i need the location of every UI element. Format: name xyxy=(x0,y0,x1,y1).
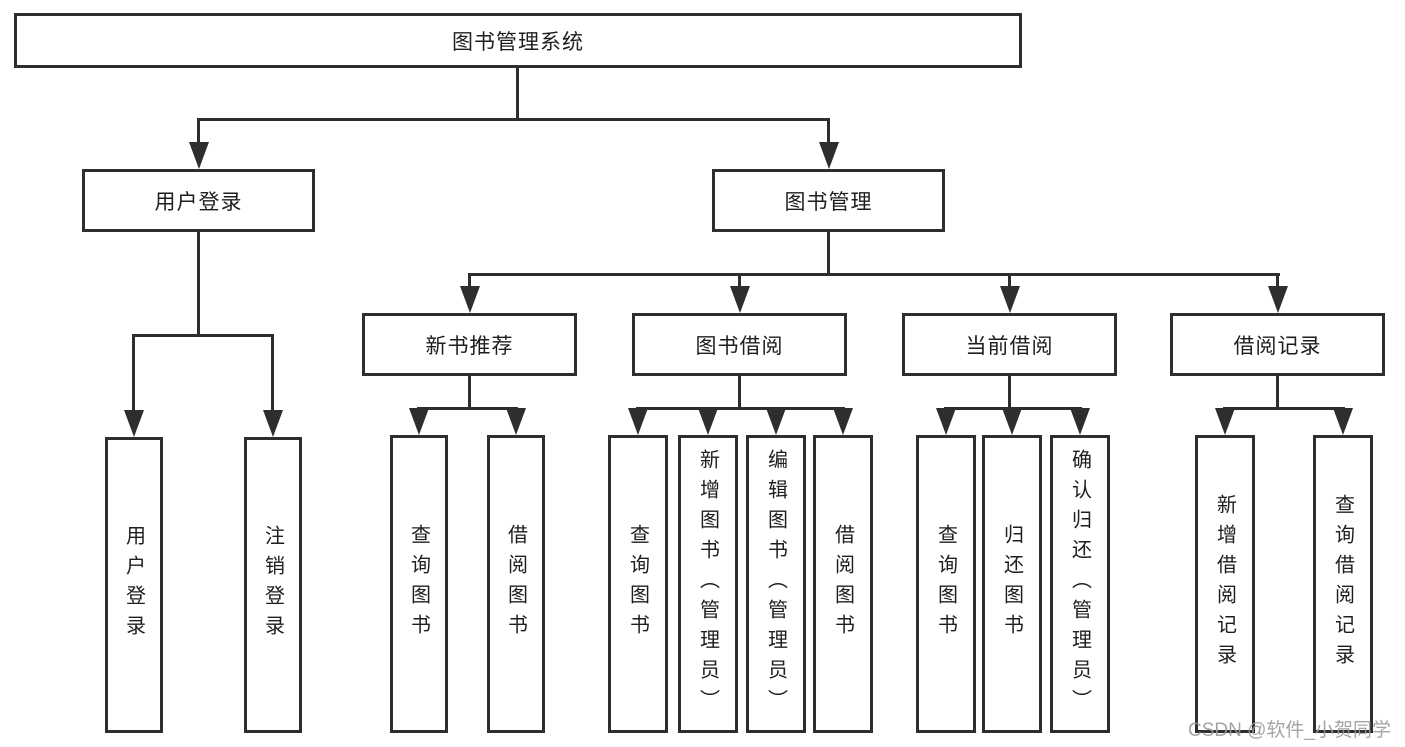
leaf-borrow-books-recommend: 借阅图书 xyxy=(487,435,545,733)
arrowhead-leaf xyxy=(1333,408,1353,435)
leaf-user-login-label: 用户登录 xyxy=(122,525,145,645)
leaf-logout-label: 注销登录 xyxy=(261,525,284,645)
connector-drop-logout-leaf xyxy=(271,334,274,412)
leaf-query-books-recommend: 查询图书 xyxy=(390,435,448,733)
node-current-borrowing: 当前借阅 xyxy=(902,313,1117,376)
arrowhead-leaf xyxy=(698,408,718,435)
node-book-management-label: 图书管理 xyxy=(784,190,873,214)
leaf-borrow-books: 借阅图书 xyxy=(813,435,873,733)
node-root-label: 图书管理系统 xyxy=(452,30,584,54)
leaf-query-books-current: 查询图书 xyxy=(916,435,976,733)
leaf-label: 新增图书（管理员） xyxy=(696,449,719,719)
arrowhead-book-borrow xyxy=(730,286,750,313)
node-current-borrowing-label: 当前借阅 xyxy=(965,334,1054,358)
arrowhead-user-login xyxy=(189,142,209,169)
arrowhead-borrow-records xyxy=(1268,286,1288,313)
arrowhead-current-borrow xyxy=(1000,286,1020,313)
connector-root-stem xyxy=(516,68,519,120)
connector-drop-new-books xyxy=(468,275,471,288)
arrowhead-new-books xyxy=(460,286,480,313)
leaf-label: 归还图书 xyxy=(1000,524,1023,644)
leaf-label: 借阅图书 xyxy=(504,524,527,644)
connector-drop-login-leaf xyxy=(132,334,135,412)
leaf-label: 查询图书 xyxy=(626,524,649,644)
leaf-label: 查询图书 xyxy=(934,524,957,644)
connector-new-books-rail xyxy=(417,407,518,410)
leaf-label: 新增借阅记录 xyxy=(1213,494,1236,674)
arrowhead-leaf xyxy=(409,408,429,435)
node-borrowing-records-label: 借阅记录 xyxy=(1233,334,1322,358)
connector-drop-book-mgmt xyxy=(827,118,830,144)
node-new-book-recommend: 新书推荐 xyxy=(362,313,577,376)
node-root: 图书管理系统 xyxy=(14,13,1022,68)
connector-book-borrow-stem xyxy=(738,376,741,409)
node-new-book-recommend-label: 新书推荐 xyxy=(425,334,514,358)
connector-drop-book-borrow xyxy=(738,275,741,288)
connector-drop-current-borrow xyxy=(1008,275,1011,288)
node-book-borrowing-label: 图书借阅 xyxy=(695,334,784,358)
leaf-label: 借阅图书 xyxy=(831,524,854,644)
connector-user-login-rail xyxy=(132,334,274,337)
leaf-confirm-return-admin: 确认归还（管理员） xyxy=(1050,435,1110,733)
leaf-add-borrow-record: 新增借阅记录 xyxy=(1195,435,1255,733)
arrowhead-leaf xyxy=(936,408,956,435)
arrowhead-leaf xyxy=(1002,408,1022,435)
leaf-label: 查询借阅记录 xyxy=(1331,494,1354,674)
leaf-logout: 注销登录 xyxy=(244,437,302,733)
connector-new-books-stem xyxy=(468,376,471,409)
leaf-label: 查询图书 xyxy=(407,524,430,644)
arrowhead-logout-leaf xyxy=(263,410,283,437)
connector-level3-rail xyxy=(468,273,1280,276)
node-borrowing-records: 借阅记录 xyxy=(1170,313,1385,376)
leaf-edit-books-admin: 编辑图书（管理员） xyxy=(746,435,806,733)
node-user-login-label: 用户登录 xyxy=(154,190,243,214)
leaf-query-borrow-record: 查询借阅记录 xyxy=(1313,435,1373,733)
node-book-management: 图书管理 xyxy=(712,169,945,232)
connector-borrow-records-rail xyxy=(1223,407,1345,410)
arrowhead-leaf xyxy=(1215,408,1235,435)
connector-drop-borrow-records xyxy=(1276,275,1279,288)
connector-level2-rail xyxy=(197,118,830,121)
connector-book-borrow-rail xyxy=(636,407,845,410)
connector-current-borrow-stem xyxy=(1008,376,1011,409)
leaf-add-books-admin: 新增图书（管理员） xyxy=(678,435,738,733)
leaf-return-books: 归还图书 xyxy=(982,435,1042,733)
csdn-watermark: CSDN @软件_小贺同学 xyxy=(1188,720,1391,741)
arrowhead-leaf xyxy=(766,408,786,435)
node-book-borrowing: 图书借阅 xyxy=(632,313,847,376)
arrowhead-leaf xyxy=(506,408,526,435)
connector-user-login-stem xyxy=(197,232,200,336)
arrowhead-leaf xyxy=(833,408,853,435)
leaf-query-books-borrowing: 查询图书 xyxy=(608,435,668,733)
leaf-label: 确认归还（管理员） xyxy=(1068,449,1091,719)
node-user-login: 用户登录 xyxy=(82,169,315,232)
leaf-label: 编辑图书（管理员） xyxy=(764,449,787,719)
arrowhead-login-leaf xyxy=(124,410,144,437)
arrowhead-book-mgmt xyxy=(819,142,839,169)
connector-borrow-records-stem xyxy=(1276,376,1279,409)
connector-book-mgmt-stem xyxy=(827,232,830,275)
arrowhead-leaf xyxy=(1070,408,1090,435)
connector-drop-user-login xyxy=(197,118,200,144)
arrowhead-leaf xyxy=(628,408,648,435)
leaf-user-login: 用户登录 xyxy=(105,437,163,733)
